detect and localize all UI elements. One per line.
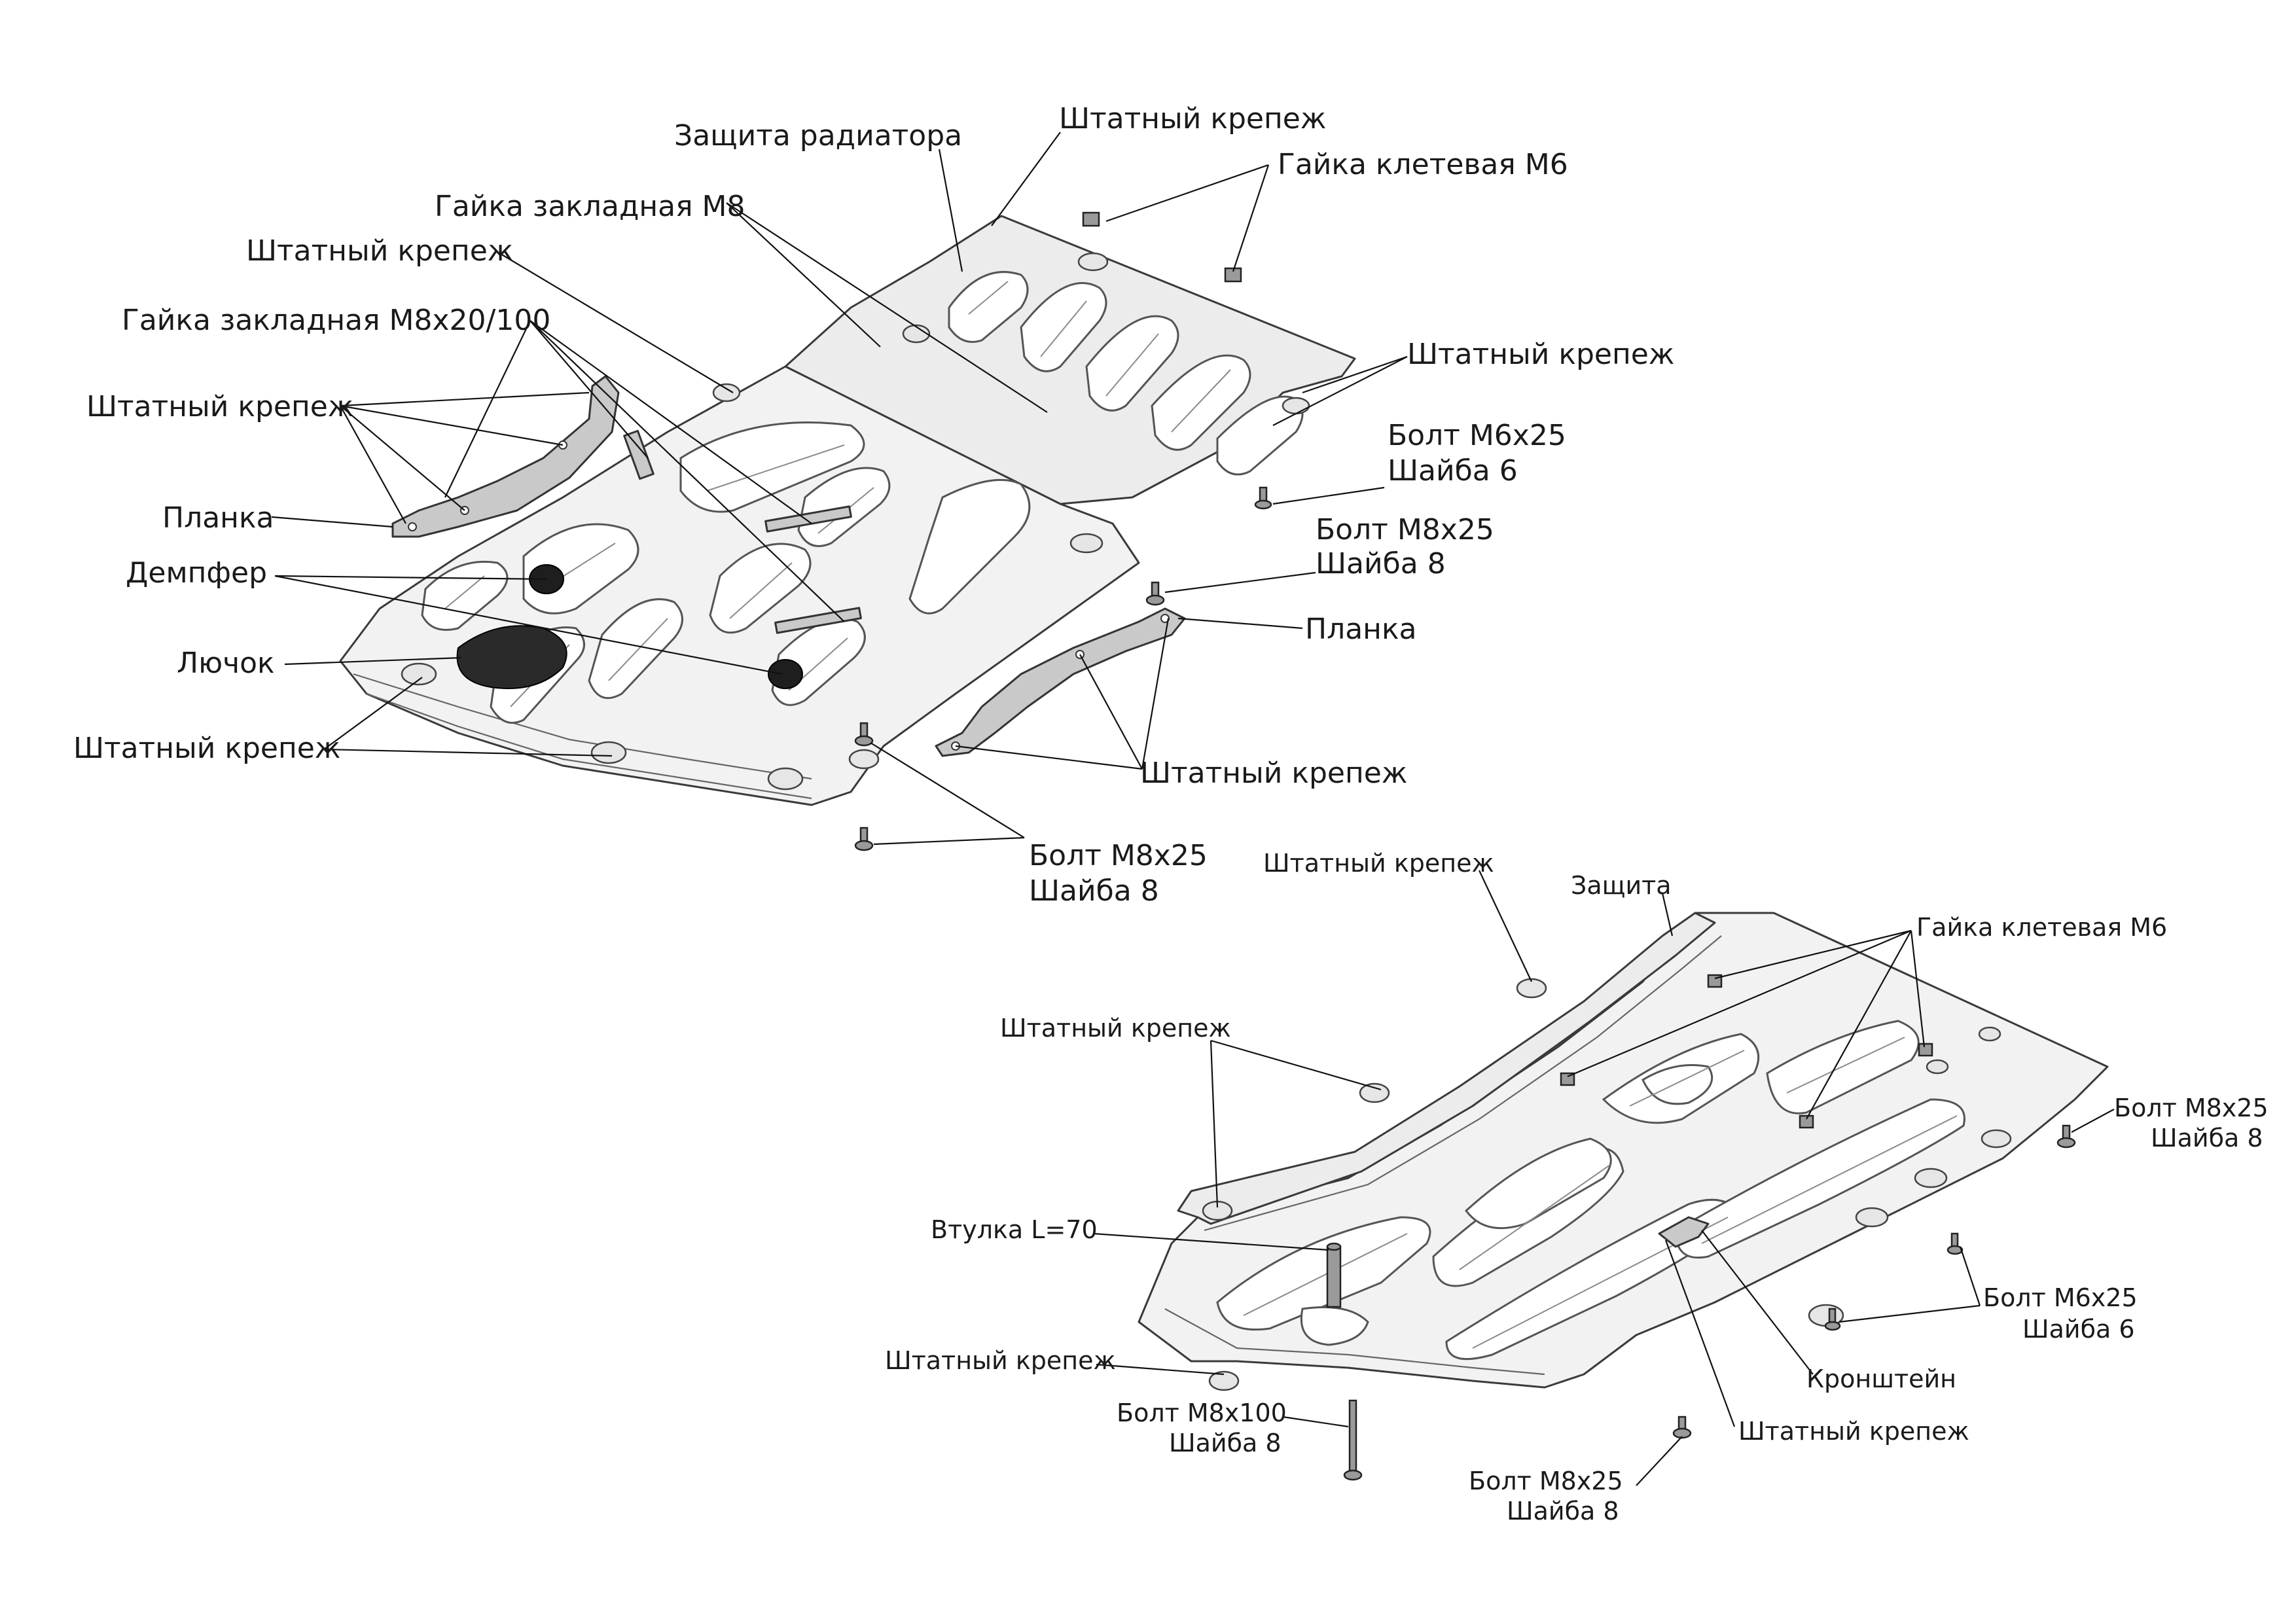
label-standard-fastener-lower-left: Штатный крепеж [885,1346,1116,1375]
upper-assembly: Защита радиатора Штатный крепеж Гайка кл… [73,102,1674,908]
label-bolt-m8x25-lower-right: Болт М8х25 [2114,1094,2269,1122]
bolt-m6x25-lower-a [1946,1232,1964,1255]
label-cage-nut-m6-lower: Гайка клетевая М6 [1916,913,2167,942]
label-washer-8-upper-b: Шайба 8 [1029,874,1159,908]
label-hatch: Лючок [177,647,275,680]
engine-guard-front-lip [366,692,812,800]
label-standard-fastener-bottom-left: Штатный крепеж [73,732,340,765]
label-standard-fastener-left-upper: Штатный крепеж [86,390,353,423]
lower-labels: Штатный крепеж Защита Гайка клетевая М6 … [885,849,2269,1525]
lower-cage-nut-c [1918,1043,1933,1057]
label-bolt-m6x25-lower: Болт М6х25 [1983,1283,2138,1312]
label-radiator-guard: Защита радиатора [674,119,962,152]
plank-right [935,607,1186,757]
label-plank-left: Планка [162,501,274,535]
label-guard: Защита [1571,871,1672,900]
lower-cage-nut-d [1560,1072,1575,1086]
label-standard-fastener-lower-mid: Штатный крепеж [1000,1014,1231,1043]
hatch-cover [456,625,567,689]
label-damper: Демпфер [126,556,267,590]
label-sleeve-l70: Втулка L=70 [931,1215,1098,1244]
label-standard-fastener-lower-top: Штатный крепеж [1263,849,1494,878]
label-bolt-m8x25-lower-bottom: Болт М8х25 [1469,1467,1623,1495]
embedded-nuts [623,429,862,634]
label-bolt-m6x25-upper: Болт М6х25 [1388,419,1566,452]
label-standard-fastener-lower-bottom: Штатный крепеж [1738,1417,1969,1446]
label-standard-fastener-top: Штатный крепеж [1059,102,1326,135]
bolt-m8x25-upper-a [1145,581,1165,606]
label-plank-right: Планка [1305,613,1416,646]
lower-leader-lines [1092,870,2115,1486]
label-washer-8-lower-bottom: Шайба 8 [1507,1497,1619,1525]
label-washer-6-upper: Шайба 6 [1388,454,1518,488]
bolt-m8x25-lower-right [2056,1124,2076,1149]
bolt-m8x25-upper-c [854,827,874,851]
engine-guard-mount-tabs [401,252,1310,791]
lower-guard-tabs [1202,978,2012,1391]
sleeve-l70 [1326,1242,1342,1308]
upper-hardware [854,211,1272,851]
bolt-m6x25-lower-b [1824,1308,1841,1331]
label-washer-8-lower-right: Шайба 8 [2151,1124,2263,1152]
cage-nut-a [1082,211,1100,227]
label-bracket: Кронштейн [1806,1364,1956,1393]
label-standard-fastener-upper-left: Штатный крепеж [246,234,513,268]
lower-guard-side-wall [1177,912,1716,1225]
lower-hardware [1343,1124,2076,1481]
cage-nut-b [1224,267,1242,283]
label-embedded-nut-m8: Гайка закладная М8 [435,190,745,223]
label-cage-nut-m6-upper: Гайка клетевая М6 [1278,148,1568,181]
bolt-m8x25-upper-b [854,722,874,747]
bolt-m6x25-upper [1254,486,1272,510]
label-bolt-m8x100: Болт М8х100 [1117,1399,1287,1427]
label-washer-6-lower: Шайба 6 [2022,1315,2135,1344]
plank-left [391,375,620,538]
label-standard-fastener-right-upper: Штатный крепеж [1407,338,1674,371]
label-bolt-m8x25-upper-b: Болт М8х25 [1029,839,1208,872]
upper-leader-lines [271,132,1408,846]
label-washer-8-upper-a: Шайба 8 [1316,547,1446,580]
label-bolt-m8x25-upper-a: Болт М8х25 [1316,513,1494,546]
lower-cage-nut-b [1799,1115,1814,1129]
bolt-m8x100 [1343,1399,1363,1481]
lower-assembly: Штатный крепеж Защита Гайка клетевая М6 … [885,849,2269,1525]
lower-bracket [1658,1216,1710,1248]
label-washer-8-m8x100: Шайба 8 [1169,1429,1282,1457]
damper-right [768,659,803,689]
label-embedded-nut-m8x20: Гайка закладная М8х20/100 [122,304,550,337]
label-standard-fastener-bottom-right: Штатный крепеж [1140,757,1407,790]
bolt-m8x25-lower-bottom [1672,1416,1692,1439]
upper-labels: Защита радиатора Штатный крепеж Гайка кл… [73,102,1674,908]
